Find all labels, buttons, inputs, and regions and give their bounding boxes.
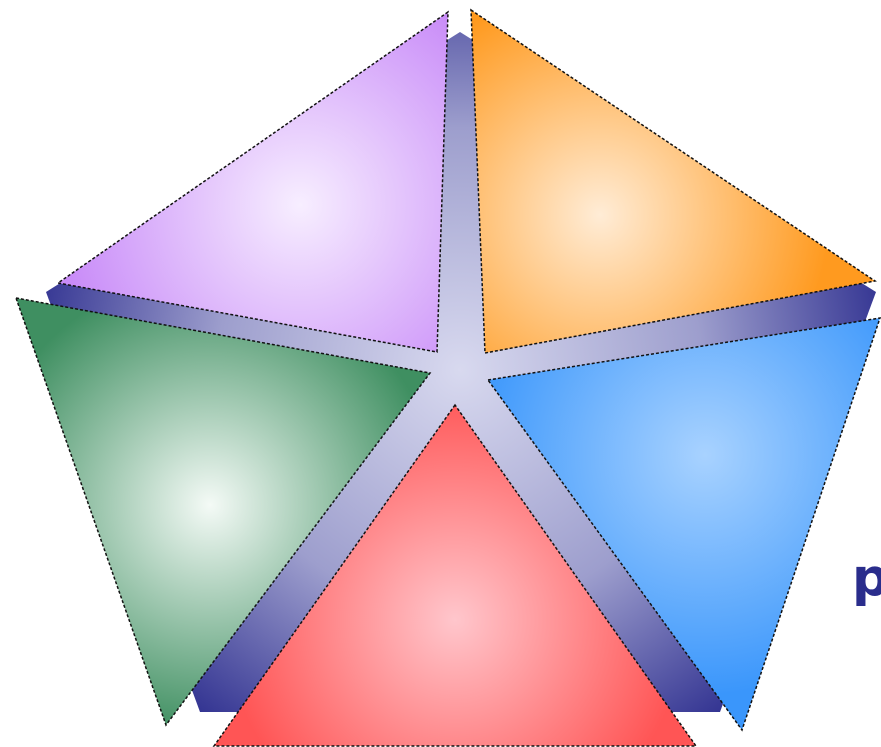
partial-label-text: p [852, 552, 881, 604]
